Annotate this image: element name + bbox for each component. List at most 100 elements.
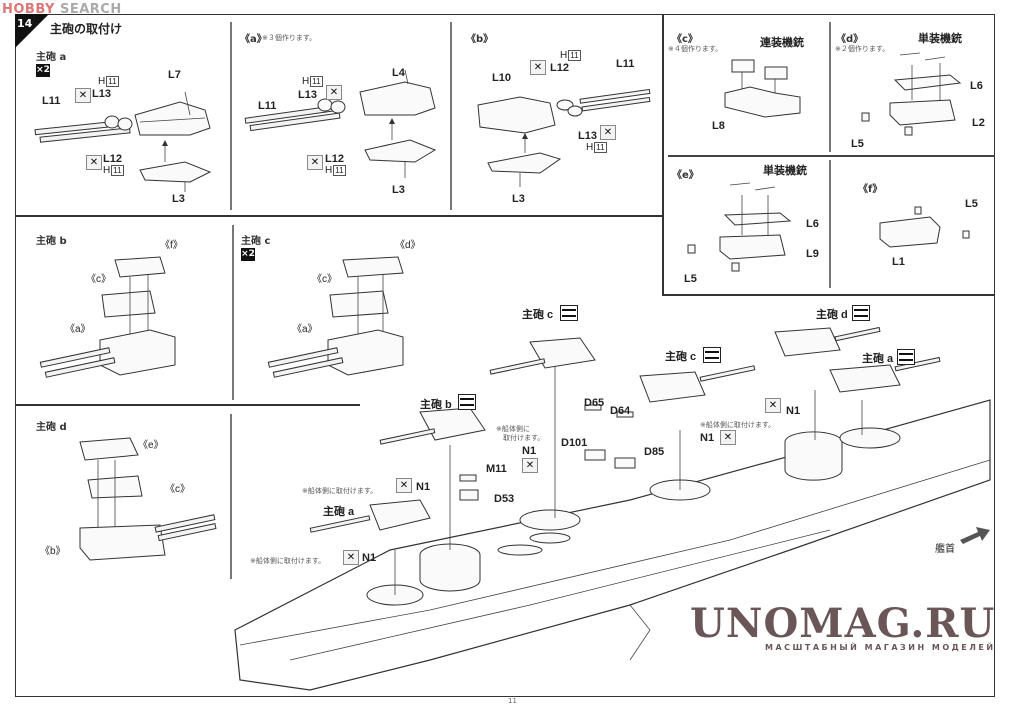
callout-label: 《c》	[312, 274, 337, 285]
glue-icon: ✕	[307, 155, 323, 170]
hobbysearch-watermark: HOBBY SEARCH	[2, 2, 122, 17]
glue-icon: ✕	[765, 398, 781, 413]
glue-icon: ✕	[343, 550, 359, 565]
part-label: L9	[806, 248, 819, 260]
sub-d-diagram	[861, 52, 962, 136]
part-label: N1	[522, 445, 537, 457]
part-label: L10	[492, 72, 511, 84]
callout-label: 《e》	[138, 440, 164, 451]
part-label: L13	[578, 130, 597, 142]
sub-d-title: 《d》	[836, 34, 864, 45]
glue-icon: ✕	[600, 125, 616, 140]
times-two-badge: ×2	[36, 64, 50, 77]
sub-a-title: 《a》	[240, 34, 267, 45]
divider	[662, 294, 995, 296]
part-label: D85	[644, 446, 665, 458]
step-title: 主砲の取付け	[50, 22, 123, 36]
unomag-watermark-subtitle: МАСШТАБНЫЙ МАГАЗИН МОДЕЛЕЙ	[765, 643, 996, 652]
part-label: D65	[584, 397, 605, 409]
turret-d-title: 主砲 d	[36, 422, 67, 433]
sub-e-title: 《e》	[672, 170, 699, 181]
divider	[450, 22, 452, 210]
ship-turret-label: 主砲 a	[862, 353, 894, 365]
sub-c-title: 《c》	[672, 34, 698, 45]
callout-label: 《a》	[65, 324, 91, 335]
part-label: N1	[416, 481, 431, 493]
part-label: L11	[616, 58, 635, 70]
glue-icon: ✕	[720, 430, 736, 445]
divider	[668, 155, 995, 157]
part-label: L12	[550, 62, 569, 74]
ship-turret-label: 主砲 c	[665, 351, 697, 363]
part-label: L3	[172, 193, 185, 205]
part-label: L8	[712, 120, 725, 132]
part-label: L2	[972, 117, 985, 129]
ship-hull-diagram	[234, 326, 991, 691]
rotate-icon	[560, 305, 578, 321]
sub-f-title: 《f》	[858, 184, 883, 195]
divider	[230, 22, 232, 210]
turret-a-title: 主砲 a	[36, 52, 67, 63]
part-label: L13	[92, 88, 111, 100]
rotate-icon	[458, 394, 476, 410]
part-label: L3	[392, 184, 405, 196]
callout-label: 《a》	[292, 324, 318, 335]
part-label: N1	[786, 405, 801, 417]
hull-attach-note: ※船体側に取付けます。	[302, 487, 378, 495]
sub-c-heading: 連装機銃	[760, 37, 804, 49]
ship-turret-label: 主砲 c	[522, 309, 554, 321]
divider	[15, 404, 360, 406]
part-label: L6	[970, 80, 983, 92]
ship-turret-label: 主砲 b	[420, 399, 452, 411]
part-label: M11	[486, 463, 507, 475]
page-frame	[15, 14, 995, 697]
glue-icon: ✕	[75, 88, 91, 103]
part-label: L12	[103, 153, 122, 165]
unomag-watermark: UNOMAG.RU	[690, 600, 996, 647]
hull-attach-note: ※船体側に	[496, 425, 530, 433]
part-label: D101	[561, 437, 588, 449]
step-badge	[15, 14, 49, 48]
ship-turret-label: 主砲 a	[323, 506, 355, 518]
part-label: D64	[610, 405, 631, 417]
rotate-icon	[852, 305, 870, 321]
part-label: L1	[892, 256, 905, 268]
turret-d-diagram	[79, 437, 217, 561]
part-label: L5	[965, 198, 978, 210]
part-label: D53	[494, 493, 515, 505]
bow-arrow-icon	[960, 527, 990, 544]
turret-b-title: 主砲 b	[36, 236, 67, 247]
part-label: L5	[684, 273, 697, 285]
callout-label: 《c》	[165, 484, 190, 495]
glue-icon: ✕	[530, 60, 546, 75]
hull-attach-note: 取付けます。	[503, 434, 545, 442]
times-two-badge: ×2	[241, 248, 255, 261]
part-label: L13	[298, 89, 317, 101]
sub-d-heading: 単装機銃	[918, 33, 962, 45]
part-label: N1	[700, 432, 715, 444]
ship-turret-label: 主砲 d	[816, 309, 848, 321]
glue-icon: ✕	[396, 478, 412, 493]
callout-label: 《b》	[40, 546, 66, 557]
divider	[230, 414, 232, 579]
hull-attach-note: ※船体側に取付けます。	[700, 421, 776, 429]
sub-f-diagram	[879, 206, 970, 248]
hull-attach-note: ※船体側に取付けます。	[250, 557, 326, 565]
sub-e-diagram	[687, 182, 792, 272]
part-label: L11	[42, 95, 61, 107]
callout-label: 《c》	[86, 274, 111, 285]
part-label: L3	[512, 193, 525, 205]
part-label: L7	[168, 69, 181, 81]
step-number: 14	[17, 17, 33, 30]
turret-b-diagram	[39, 256, 176, 378]
divider	[662, 14, 664, 296]
glue-icon: ✕	[326, 85, 342, 100]
sub-c-note: ※４個作ります。	[668, 45, 723, 53]
part-label: L6	[806, 218, 819, 230]
sub-d-note: ※２個作ります。	[835, 45, 890, 53]
